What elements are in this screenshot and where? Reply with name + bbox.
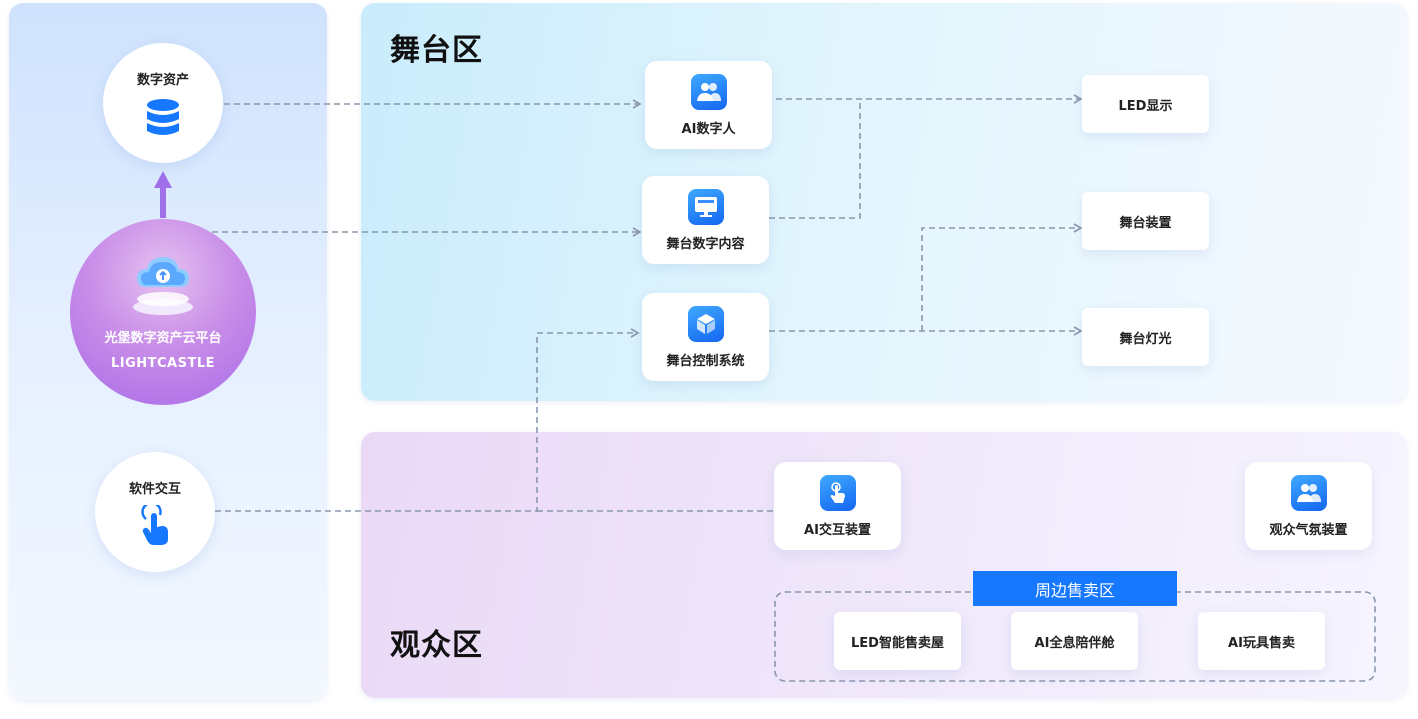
ai-digital-human-label: AI数字人 [681, 121, 736, 137]
stage-digital-content-card: 舞台数字内容 [642, 176, 769, 264]
connector-software-to-control [215, 328, 640, 512]
connector-content-to-led [769, 99, 861, 219]
platform-name: 光堡数字资产云平台 [104, 331, 222, 346]
stage-lighting-node: 舞台灯光 [1082, 308, 1209, 366]
software-interaction-node: 软件交互 [95, 452, 215, 572]
ai-interaction-device-card: AI交互装置 [774, 462, 901, 550]
stage-digital-content-label: 舞台数字内容 [666, 236, 745, 252]
led-vending-house-node: LED智能售卖屋 [834, 612, 961, 670]
connector-control-to-device [921, 223, 1083, 331]
tap-hand-icon [141, 504, 168, 545]
platform-sub: LIGHTCASTLE [110, 356, 216, 371]
stage-zone-panel [361, 3, 1407, 401]
stage-control-system-card: 舞台控制系统 [642, 293, 769, 381]
software-interaction-label: 软件交互 [128, 481, 181, 497]
digital-assets-node: 数字资产 [103, 43, 223, 163]
audience-atmosphere-label: 观众气氛装置 [1269, 522, 1348, 538]
stage-control-system-label: 舞台控制系统 [666, 353, 745, 369]
stage-zone-title: 舞台区 [390, 33, 483, 68]
touch-icon [819, 474, 856, 511]
led-display-node: LED显示 [1082, 75, 1209, 133]
database-icon [147, 98, 179, 135]
stage-device-node: 舞台装置 [1082, 192, 1209, 250]
audience-zone-title: 观众区 [390, 628, 483, 663]
ai-interaction-device-label: AI交互装置 [804, 522, 871, 538]
ai-hologram-pod-node: AI全息陪伴舱 [1011, 612, 1138, 670]
monitor-icon [687, 188, 724, 225]
ai-digital-human-card: AI数字人 [645, 61, 772, 149]
people-icon [1290, 474, 1327, 511]
digital-assets-label: 数字资产 [136, 72, 189, 88]
cloud-upload-icon [133, 257, 193, 315]
ai-toy-sales-node: AI玩具售卖 [1198, 612, 1325, 670]
people-icon [690, 73, 727, 110]
audience-atmosphere-card: 观众气氛装置 [1245, 462, 1372, 550]
lightcastle-platform-node: 光堡数字资产云平台 LIGHTCASTLE [70, 219, 256, 405]
vending-zone-title: 周边售卖区 [973, 571, 1177, 606]
cube-icon [687, 305, 724, 342]
upload-arrow [154, 171, 172, 218]
